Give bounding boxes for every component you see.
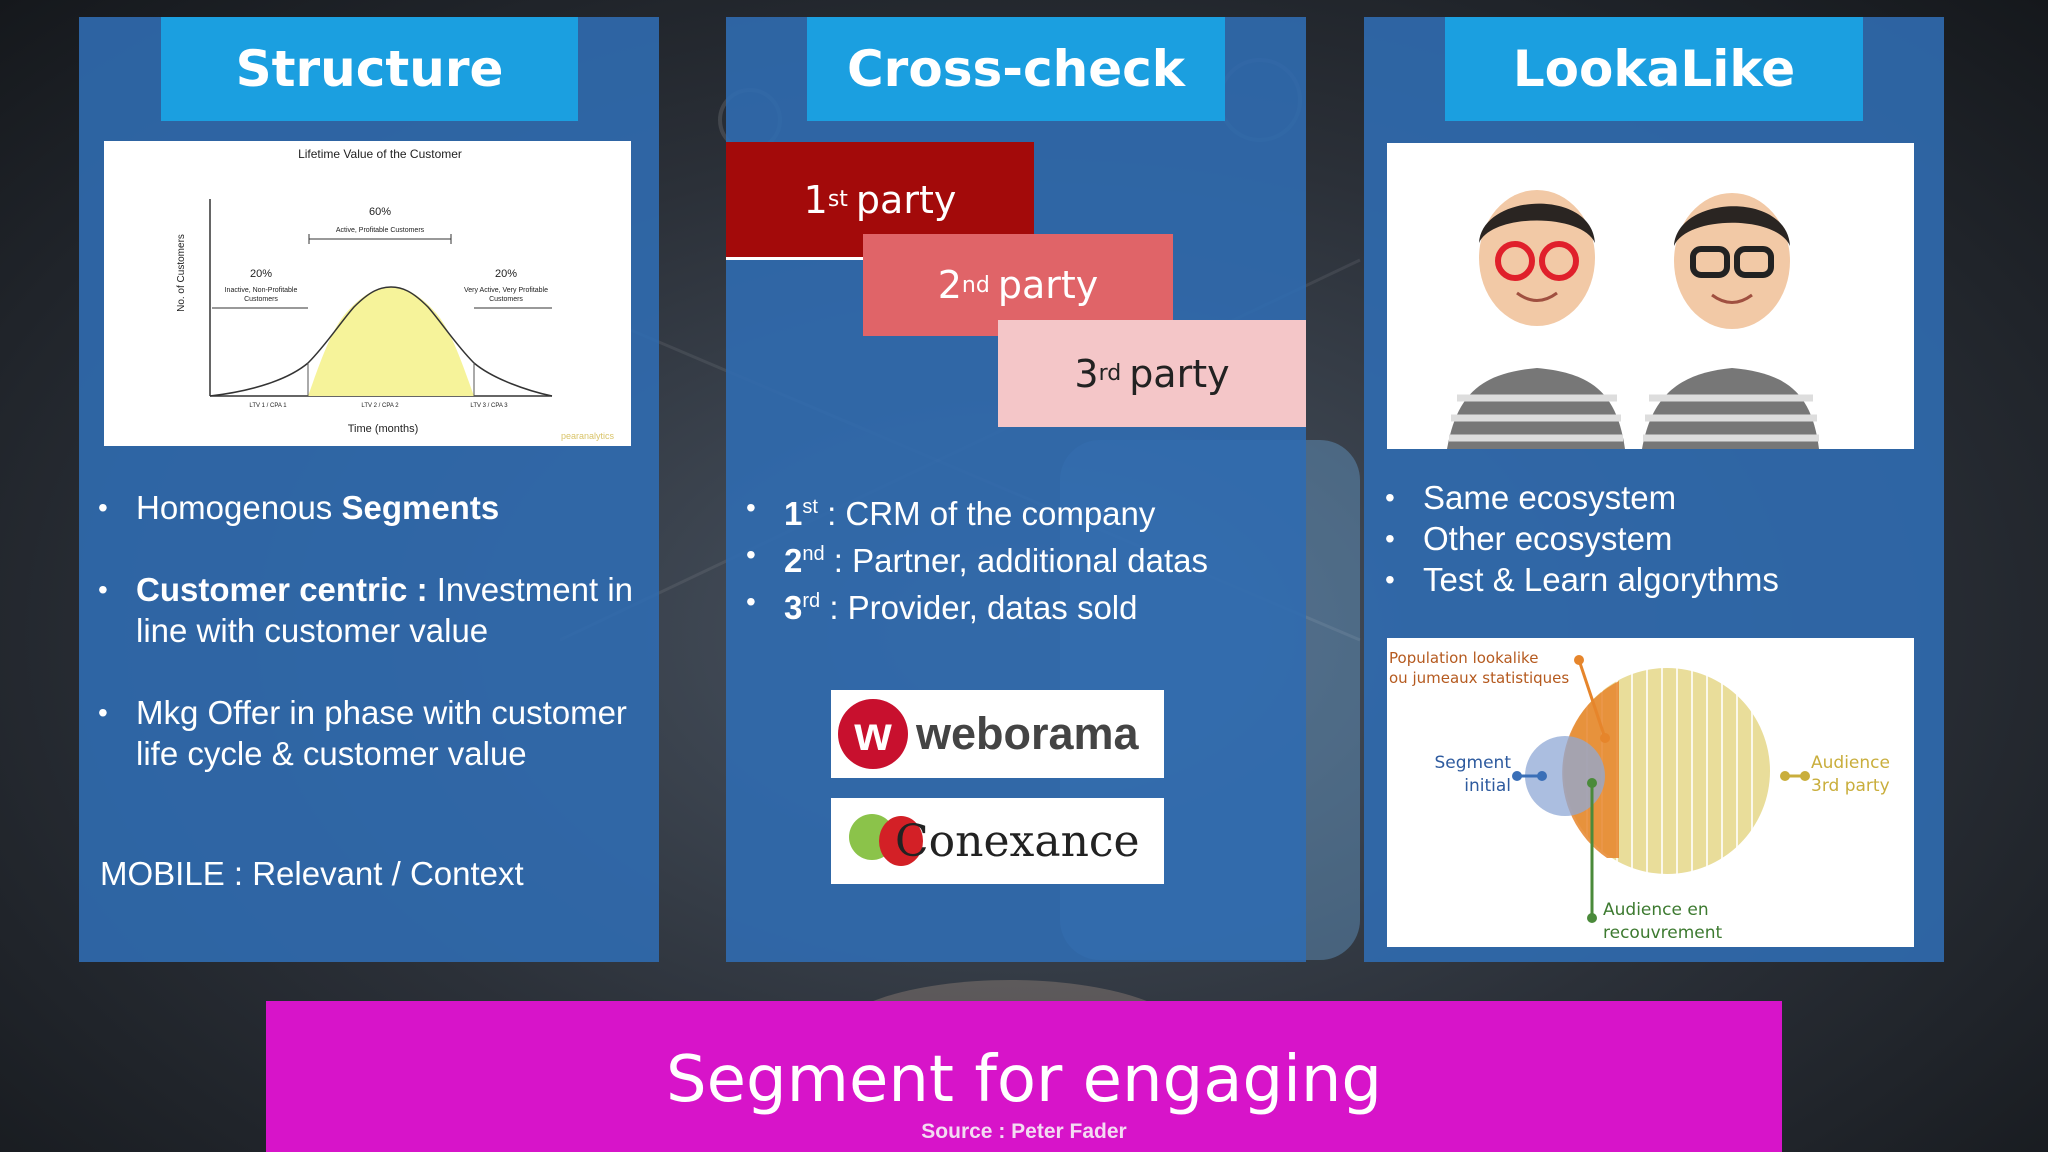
party-2-num: 2	[937, 263, 962, 307]
bottom-banner: Segment for engaging Source : Peter Fade…	[266, 1001, 1782, 1152]
cc-bullet-1-sup: st	[802, 496, 818, 518]
cc-bullet-1-text: : CRM of the company	[817, 495, 1156, 532]
cc-bullet-3-num: 3	[784, 589, 803, 626]
ltv-left-label1: Inactive, Non-Profitable	[225, 287, 298, 294]
ll-bullet-3-text: Test & Learn algorythms	[1423, 561, 1779, 598]
diagram-rec-line2: recouvrement	[1603, 923, 1723, 943]
diagram-pop-line2: ou jumeaux statistiques	[1389, 669, 1569, 687]
weborama-mark-icon: w	[838, 699, 908, 769]
ltv-brand: pearanalytics	[561, 431, 615, 441]
mobile-context-text: MOBILE : Relevant / Context	[100, 855, 524, 892]
structure-bullets: Homogenous Segments Customer centric : I…	[98, 487, 638, 774]
lookalike-title: LookaLike	[1445, 17, 1863, 121]
cc-bullet-2-num: 2	[784, 542, 803, 579]
lookalike-bullet-1: Same ecosystem	[1385, 477, 1925, 518]
diagram-seg-line1: Segment	[1435, 753, 1512, 773]
ltv-xlabel: Time (months)	[348, 423, 419, 435]
bullet-1-text: Homogenous	[136, 489, 342, 526]
bullet-2-bold: Customer centric :	[136, 571, 428, 608]
crosscheck-bullet-2: 2nd : Partner, additional datas	[746, 534, 1296, 581]
ltv-right-label2: Customers	[489, 296, 523, 303]
party-3-word: party	[1129, 351, 1230, 396]
bullet-2-text: Investment in line with customer value	[136, 571, 634, 649]
ltv-tick-1: LTV 1 / CPA 1	[249, 403, 287, 409]
cc-bullet-1-num: 1	[784, 495, 803, 532]
crosscheck-bullet-1: 1st : CRM of the company	[746, 487, 1296, 534]
cc-bullet-2-text: : Partner, additional datas	[824, 542, 1209, 579]
lookalike-panel: LookaLike Same ecosystem Ot	[1364, 17, 1944, 962]
diagram-seg-line2: initial	[1464, 776, 1511, 796]
lookalike-bullets: Same ecosystem Other ecosystem Test & Le…	[1385, 477, 1925, 600]
ltv-mid-pct: 60%	[369, 206, 391, 218]
diagram-aud-line1: Audience	[1811, 753, 1890, 773]
cc-bullet-2-sup: nd	[802, 543, 825, 565]
conexance-mark-red-icon	[879, 816, 923, 866]
structure-panel: Structure Lifetime Value of the Customer…	[79, 17, 659, 962]
party-1-sup: st	[827, 187, 848, 212]
weborama-mark-letter: w	[854, 707, 892, 761]
party-1-num: 1	[803, 177, 828, 222]
cc-bullet-3-sup: rd	[802, 590, 821, 612]
structure-bullet-2: Customer centric : Investment in line wi…	[98, 569, 638, 651]
conexance-logo: Conexance	[831, 798, 1164, 884]
party-3-sup: rd	[1098, 361, 1122, 386]
party-2-word: party	[997, 263, 1099, 307]
conexance-wordmark: Conexance	[895, 816, 1140, 867]
ltv-mid-label: Active, Profitable Customers	[336, 227, 425, 234]
ltv-tick-3: LTV 3 / CPA 3	[470, 403, 508, 409]
ltv-chart-ylabel: No. of Customers	[176, 234, 187, 312]
banner-source: Source : Peter Fader	[921, 1120, 1127, 1143]
ltv-left-pct: 20%	[250, 268, 272, 280]
structure-title: Structure	[161, 17, 578, 121]
ltv-chart-image: Lifetime Value of the Customer No. of Cu…	[104, 141, 631, 446]
crosscheck-bullets: 1st : CRM of the company 2nd : Partner, …	[746, 487, 1296, 628]
bullet-1-bold: Segments	[341, 489, 500, 526]
twins-photo	[1387, 143, 1914, 449]
lookalike-bullet-3: Test & Learn algorythms	[1385, 559, 1925, 600]
ll-bullet-1-text: Same ecosystem	[1423, 479, 1677, 516]
bullet-3-text: Mkg Offer in phase with customer life cy…	[136, 694, 627, 772]
structure-bullet-3: Mkg Offer in phase with customer life cy…	[98, 692, 638, 774]
diagram-aud-line2: 3rd party	[1811, 776, 1890, 796]
ll-bullet-2-text: Other ecosystem	[1423, 520, 1673, 557]
diagram-pop-line1: Population lookalike	[1389, 649, 1538, 667]
weborama-wordmark: weborama	[916, 708, 1139, 759]
diagram-rec-line1: Audience en	[1603, 900, 1709, 920]
structure-bullet-1: Homogenous Segments	[98, 487, 638, 528]
lookalike-diagram: Population lookalike ou jumeaux statisti…	[1387, 638, 1914, 947]
party-2-sup: nd	[961, 272, 990, 298]
party-1-word: party	[855, 177, 957, 222]
weborama-logo: w weborama	[831, 690, 1164, 778]
party-3-num: 3	[1074, 351, 1099, 396]
ltv-right-label1: Very Active, Very Profitable	[464, 287, 548, 294]
ltv-left-label2: Customers	[244, 296, 278, 303]
banner-title: Segment for engaging	[665, 1043, 1383, 1117]
cc-bullet-3-text: : Provider, datas sold	[820, 589, 1138, 626]
ltv-chart-title: Lifetime Value of the Customer	[298, 147, 462, 161]
crosscheck-title: Cross-check	[807, 17, 1225, 121]
lookalike-bullet-2: Other ecosystem	[1385, 518, 1925, 559]
ltv-tick-2: LTV 2 / CPA 2	[361, 403, 399, 409]
crosscheck-bullet-3: 3rd : Provider, datas sold	[746, 581, 1296, 628]
ltv-right-pct: 20%	[495, 268, 517, 280]
